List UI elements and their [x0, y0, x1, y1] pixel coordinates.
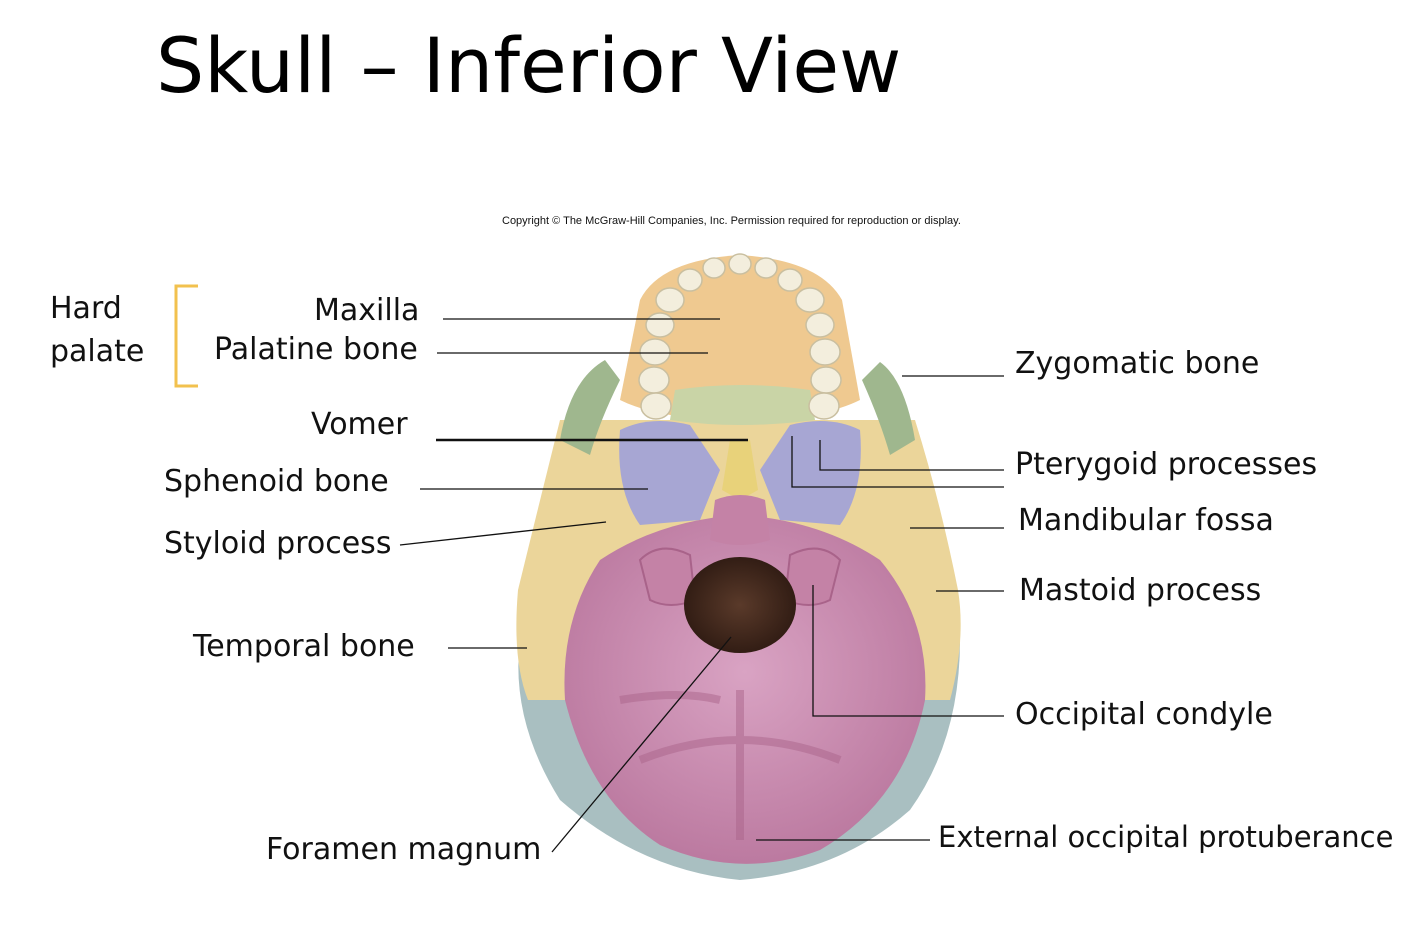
palatine-bone [670, 385, 815, 425]
label-pterygoid-processes: Pterygoid processes [1015, 447, 1318, 482]
occipital-ridge [619, 690, 842, 840]
copyright-notice: Copyright © The McGraw-Hill Companies, I… [502, 215, 961, 227]
hard-palate-bracket [174, 284, 198, 388]
label-vomer: Vomer [311, 407, 408, 442]
group-label-line2: palate [50, 334, 145, 369]
label-foramen-magnum: Foramen magnum [266, 832, 542, 867]
label-mandibular-fossa: Mandibular fossa [1018, 503, 1274, 538]
zygomatic-left [560, 360, 620, 455]
vomer-bone [722, 440, 758, 500]
label-sphenoid-bone: Sphenoid bone [164, 464, 389, 499]
label-maxilla: Maxilla [314, 293, 420, 328]
label-mastoid-process: Mastoid process [1019, 573, 1262, 608]
label-occipital-condyle: Occipital condyle [1015, 697, 1273, 732]
group-label-line1: Hard [50, 291, 122, 326]
foramen-magnum-hole [684, 557, 796, 653]
label-temporal-bone: Temporal bone [193, 629, 415, 664]
label-external-occipital-protuberance: External occipital protuberance [938, 820, 1394, 854]
slide-title: Skull – Inferior View [156, 21, 902, 110]
label-palatine-bone: Palatine bone [214, 332, 418, 367]
basilar-part [710, 495, 770, 545]
label-zygomatic-bone: Zygomatic bone [1015, 346, 1260, 381]
zygomatic-right [862, 362, 915, 455]
label-styloid-process: Styloid process [164, 526, 392, 561]
sphenoid-right [760, 421, 861, 525]
leader-lines [399, 318, 1004, 853]
teeth [638, 253, 842, 420]
sphenoid-left [619, 421, 720, 525]
